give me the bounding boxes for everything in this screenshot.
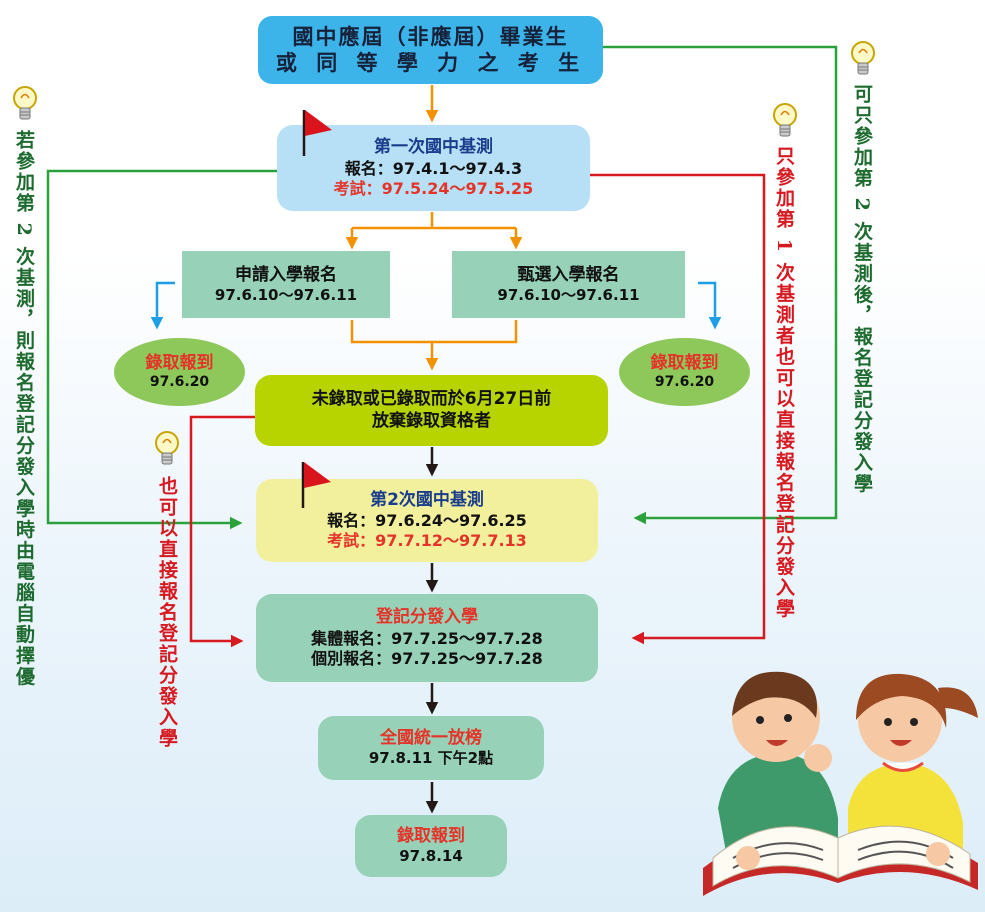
admit-right-title: 錄取報到 xyxy=(650,352,719,373)
arrow-apply-to-admit xyxy=(150,281,175,330)
registration-individual: 個別報名：97.7.25～97.7.28 xyxy=(311,648,543,668)
exam2-title: 第2次國中基測 xyxy=(370,489,484,510)
release-node: 全國統一放榜 97.8.11 下午2點 xyxy=(318,716,544,780)
exam2-node: 第2次國中基測 報名：97.6.24～97.6.25 考試：97.7.12～97… xyxy=(256,479,598,562)
admit-left-title: 錄取報到 xyxy=(145,352,214,373)
not-admitted-line2: 放棄錄取資格者 xyxy=(372,410,491,431)
release-date: 97.8.11 下午2點 xyxy=(368,749,494,768)
lightbulb-icon xyxy=(773,103,797,137)
lightbulb-icon xyxy=(13,86,37,120)
apply-title: 申請入學報名 xyxy=(235,264,337,285)
side-note-right-inner: 只參加第 1 次基測者也可以直接報名登記分發入學 xyxy=(773,146,795,620)
exam1-node: 第一次國中基測 報名：97.4.1～97.4.3 考試：97.5.24～97.5… xyxy=(277,125,590,211)
side-note-left: 若參加第 2 次基測，則報名登記分發入學時由電腦自動擇優 xyxy=(13,130,35,688)
final-admit-node: 錄取報到 97.8.14 xyxy=(355,815,507,877)
children-reading-illustration xyxy=(703,671,978,896)
red-not-admitted-to-registration xyxy=(189,415,255,648)
exam1-exam: 考試：97.5.24～97.5.25 xyxy=(333,178,534,198)
registration-title: 登記分發入學 xyxy=(376,607,478,628)
exam1-title: 第一次國中基測 xyxy=(374,137,493,158)
final-admit-date: 97.8.14 xyxy=(399,847,463,866)
apply-dates: 97.6.10～97.6.11 xyxy=(214,285,358,304)
side-note-middle: 也可以直接報名登記分發入學 xyxy=(156,476,178,749)
admit-left-date: 97.6.20 xyxy=(149,373,210,390)
connector-exam1-split xyxy=(350,212,518,246)
start-node: 國中應屆（非應屆）畢業生 或 同 等 學 力 之 考 生 xyxy=(258,16,603,84)
lightbulb-icon xyxy=(155,431,179,465)
connector-merge xyxy=(350,320,518,368)
red-exam1-to-registration xyxy=(590,173,766,645)
green-right-to-exam2 xyxy=(603,45,838,525)
lightbulb-icon xyxy=(851,41,875,75)
arrow-select-to-admit xyxy=(698,281,722,330)
start-line1: 國中應屆（非應屆）畢業生 xyxy=(292,24,569,49)
release-title: 全國統一放榜 xyxy=(380,728,482,748)
exam1-register: 報名：97.4.1～97.4.3 xyxy=(344,158,523,178)
registration-node: 登記分發入學 集體報名：97.7.25～97.7.28 個別報名：97.7.25… xyxy=(256,594,598,682)
final-admit-title: 錄取報到 xyxy=(397,826,465,846)
not-admitted-line1: 未錄取或已錄取而於6月27日前 xyxy=(311,389,552,410)
admit-right-date: 97.6.20 xyxy=(654,373,715,390)
select-title: 甄選入學報名 xyxy=(517,264,620,285)
admit-right-node: 錄取報到 97.6.20 xyxy=(619,338,750,406)
red-flag-icon xyxy=(302,110,332,156)
select-node: 甄選入學報名 97.6.10～97.6.11 xyxy=(452,251,685,318)
registration-group: 集體報名：97.7.25～97.7.28 xyxy=(311,628,543,648)
start-line2: 或 同 等 學 力 之 考 生 xyxy=(275,51,586,75)
green-left-to-exam2 xyxy=(46,169,277,530)
admit-left-node: 錄取報到 97.6.20 xyxy=(114,338,245,406)
select-dates: 97.6.10～97.6.11 xyxy=(497,285,640,304)
not-admitted-node: 未錄取或已錄取而於6月27日前 放棄錄取資格者 xyxy=(255,375,608,446)
exam2-exam: 考試：97.7.12～97.7.13 xyxy=(327,531,527,551)
apply-node: 申請入學報名 97.6.10～97.6.11 xyxy=(182,251,390,318)
red-flag-icon xyxy=(301,462,331,508)
side-note-right-outer: 可只參加第 2 次基測後，報名登記分發入學 xyxy=(851,84,873,495)
exam2-register: 報名：97.6.24～97.6.25 xyxy=(327,511,527,531)
